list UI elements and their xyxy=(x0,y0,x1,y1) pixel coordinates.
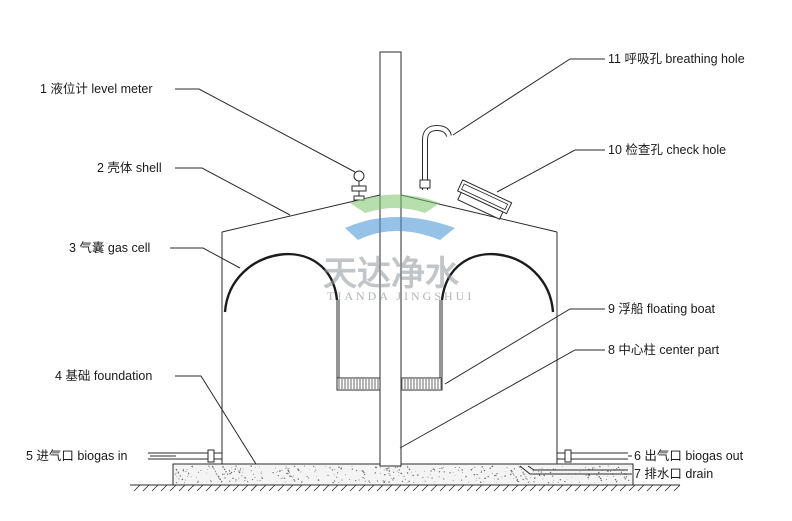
label-biogas-out: 6 出气口 biogas out xyxy=(634,448,744,463)
logo-leaf-icon xyxy=(350,194,440,213)
label-shell: 2 壳体 shell xyxy=(97,161,162,175)
watermark-en-text: TIANDA JINGSHUI xyxy=(327,289,474,303)
logo-wave-icon xyxy=(345,217,455,240)
label-floating-boat: 9 浮船 floating boat xyxy=(608,302,716,316)
label-biogas-in: 5 进气口 biogas in xyxy=(26,448,127,463)
labels: 1 液位计 level meter 2 壳体 shell 3 气囊 gas ce… xyxy=(26,52,745,481)
label-breathing-hole: 11 呼吸孔 breathing hole xyxy=(608,52,745,66)
label-level-meter: 1 液位计 level meter xyxy=(40,81,153,96)
watermark-logo: 天达净水 TIANDA JINGSHUI xyxy=(323,194,474,303)
biogas-in-pipe xyxy=(148,449,222,463)
level-meter xyxy=(351,170,367,201)
drain-pipe xyxy=(519,465,628,475)
label-drain: 7 排水口 drain xyxy=(634,467,713,481)
breathing-hole-pipe xyxy=(419,124,452,190)
ground xyxy=(130,484,681,492)
label-foundation: 4 基础 foundation xyxy=(55,369,152,383)
watermark-cn-text: 天达净水 xyxy=(323,254,460,294)
foundation-slab xyxy=(172,463,634,486)
leader-lines xyxy=(150,58,632,475)
gas-cell xyxy=(223,252,555,378)
label-center-part: 8 中心柱 center part xyxy=(608,342,720,357)
check-hole xyxy=(456,179,513,220)
center-column xyxy=(379,51,402,467)
biogas-out-pipe xyxy=(557,449,628,463)
label-check-hole: 10 检查孔 check hole xyxy=(608,142,726,157)
label-gas-cell: 3 气囊 gas cell xyxy=(69,240,150,255)
